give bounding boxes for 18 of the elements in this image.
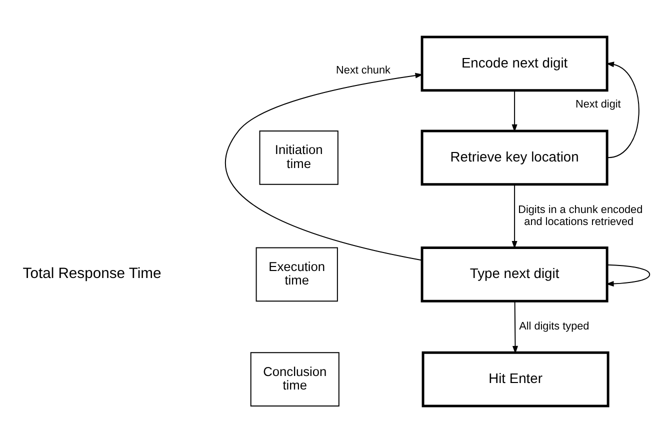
arrow — [512, 300, 518, 354]
arrow — [512, 90, 518, 132]
arrow — [224, 72, 424, 261]
node-box: Encode next digit — [420, 36, 608, 92]
edge-label: All digits typed — [519, 320, 590, 333]
node-box: Execution time — [256, 247, 338, 302]
edge-label: Digits in a chunk encoded and locations retrieved — [518, 204, 643, 228]
label: Total Response Time — [22, 266, 162, 282]
node-box: Retrieve key location — [420, 130, 608, 186]
node-box: Conclusion time — [250, 352, 340, 407]
arrow — [512, 184, 518, 249]
edge-label: Next chunk — [336, 64, 390, 76]
node-box: Hit Enter — [422, 351, 610, 408]
node-box: Initiation time — [259, 130, 338, 185]
node-box: Type next digit — [420, 246, 608, 302]
edge-label: Next digit — [576, 98, 621, 110]
arrow — [606, 264, 650, 287]
arrow — [606, 62, 640, 158]
